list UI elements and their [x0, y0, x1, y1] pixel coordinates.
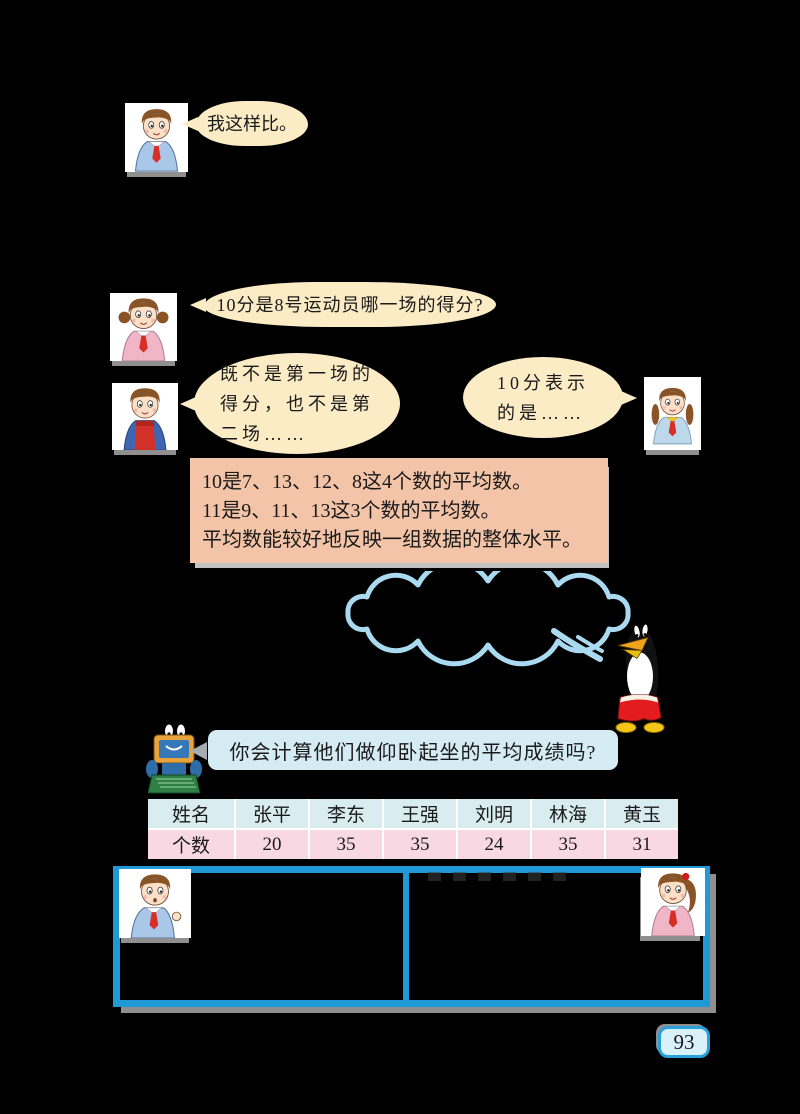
boy-schoolboy-icon [134, 109, 179, 172]
computer-book-mascot [142, 719, 206, 797]
table-header-cell: 张平 [236, 799, 308, 828]
erased-text-remnant [428, 872, 566, 881]
speech-bubble-ten-means: 10分表示 的是…… [463, 357, 637, 438]
speech-text: 10分是8号运动员哪一场的得分? [216, 294, 484, 315]
table-value-cell: 35 [310, 830, 382, 859]
character-girl-ponytail [641, 868, 705, 936]
computer-book-icon [146, 723, 202, 794]
average-summary-box: 10是7、13、12、8这4个数的平均数。 11是9、11、13这3个数的平均数… [190, 458, 608, 563]
question-text: 你会计算他们做仰卧起坐的平均成绩吗? [229, 741, 597, 764]
summary-line: 11是9、11、13这3个数的平均数。 [202, 500, 501, 522]
girl-braids-icon [651, 387, 694, 445]
table-header-cell: 王强 [384, 799, 456, 828]
speech-bubble-question-score: 10分是8号运动员哪一场的得分? [190, 282, 496, 327]
boy-pointing-icon [130, 874, 182, 938]
boy-red-sweater-icon [123, 388, 167, 450]
table-value-cell: 24 [458, 830, 530, 859]
table-value-cell: 35 [384, 830, 456, 859]
table-value-cell: 35 [532, 830, 604, 859]
bubble-tail [182, 116, 198, 131]
character-boy-pointing [119, 869, 191, 938]
table-header-cell: 李东 [310, 799, 382, 828]
table-header-cell: 林海 [532, 799, 604, 828]
question-bar: 你会计算他们做仰卧起坐的平均成绩吗? [208, 730, 618, 770]
girl-pigtails-icon [118, 298, 169, 361]
character-girl-pigtails [110, 293, 177, 361]
bubble-tail [621, 390, 637, 405]
speech-bubble-not-first-game: 既不是第一场的 得分，也不是第 二场…… [180, 353, 400, 454]
character-girl-braids [644, 377, 701, 450]
speech-text: 我这样比。 [207, 113, 297, 134]
character-boy-top [125, 103, 188, 172]
question-bar-tail [190, 742, 207, 760]
table-value-cell: 20 [236, 830, 308, 859]
penguin-mascot [604, 621, 676, 737]
student-work-box [113, 866, 710, 1007]
page-number: 93 [673, 1029, 695, 1054]
summary-line: 平均数能较好地反映一组数据的整体水平。 [202, 529, 582, 551]
bubble-tail [190, 297, 206, 312]
speech-text: 10分表示 的是…… [497, 372, 589, 423]
penguin-icon [615, 623, 665, 733]
speech-text: 既不是第一场的 得分，也不是第 二场…… [220, 363, 374, 444]
table-value-cell: 个数 [148, 830, 234, 859]
summary-line: 10是7、13、12、8这4个数的平均数。 [202, 471, 532, 493]
empty-thought-cloud [338, 571, 638, 683]
character-boy-red-sweater [112, 383, 178, 450]
speech-bubble-compare: 我这样比。 [182, 101, 308, 146]
table-header-cell: 刘明 [458, 799, 530, 828]
table-header-cell: 黄玉 [606, 799, 678, 828]
bubble-tail [180, 396, 196, 411]
thought-cloud-icon [345, 571, 631, 667]
page-number-badge: 93 [658, 1026, 710, 1058]
work-box-divider [403, 866, 409, 1007]
table-header-cell: 姓名 [148, 799, 234, 828]
situp-score-table: 姓名 张平 李东 王强 刘明 林海 黄玉 个数 20 35 35 24 35 3… [148, 799, 678, 859]
girl-ponytail-icon [651, 872, 696, 936]
table-value-cell: 31 [606, 830, 678, 859]
